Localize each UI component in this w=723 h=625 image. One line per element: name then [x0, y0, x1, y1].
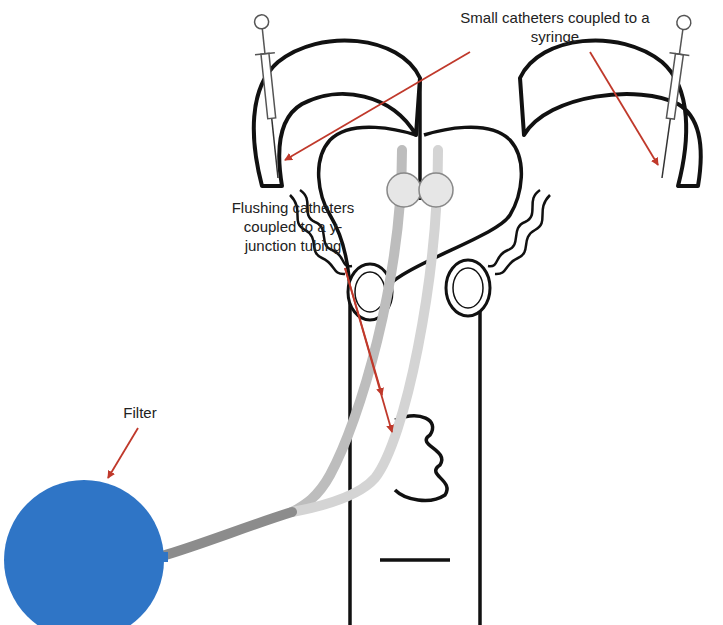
callout-label: Filter [110, 403, 170, 422]
callout-label: Flushing catheters coupled to a y-juncti… [218, 198, 368, 255]
leader-arrows [108, 52, 658, 478]
filter-disc [4, 480, 164, 625]
callout-label: Small catheters coupled to a syringe [440, 8, 670, 46]
